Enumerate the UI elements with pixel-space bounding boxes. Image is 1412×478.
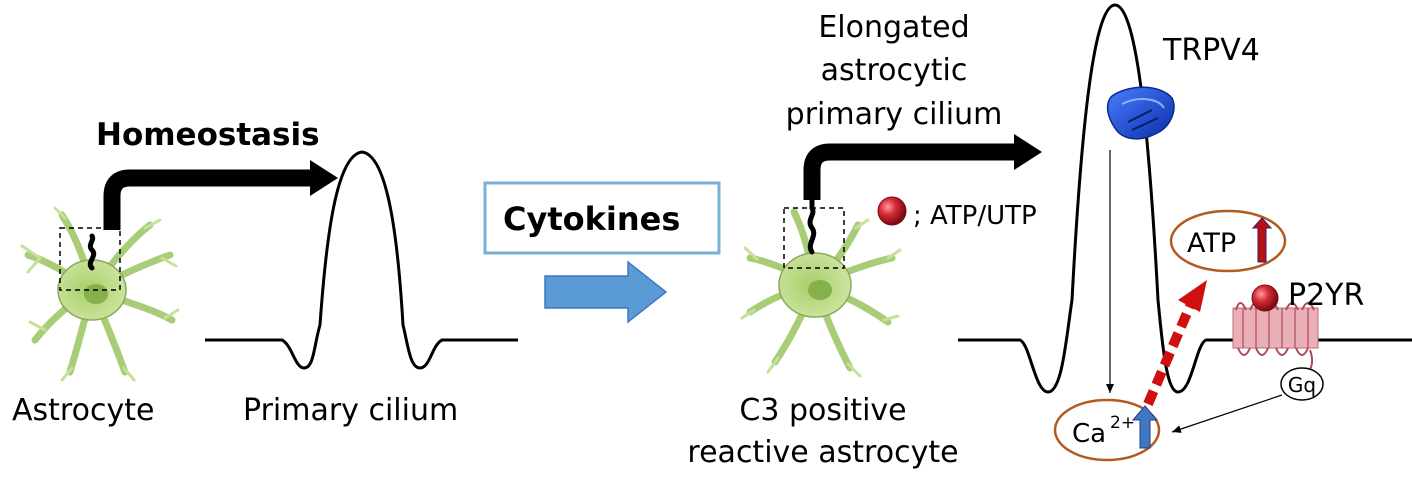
- astrocyte-cilium-box: [59, 227, 121, 291]
- homeostasis-arrowhead: [310, 160, 338, 196]
- c3-label-2: reactive astrocyte: [687, 435, 958, 470]
- gq-to-ca-arrow: [1171, 394, 1283, 433]
- cytokines-blue-arrow: [544, 260, 668, 324]
- atp-utp-ball-icon: [877, 196, 907, 226]
- elongated-label-2: astrocytic: [821, 53, 968, 88]
- trpv4-channel-icon: [1106, 86, 1175, 140]
- elongated-label-1: Elongated: [818, 10, 969, 45]
- c3-label-1: C3 positive: [739, 393, 906, 428]
- p2yr-label: P2YR: [1288, 278, 1364, 313]
- ca-label: Ca: [1072, 419, 1106, 449]
- p2yr-ligand-ball-icon: [1251, 284, 1279, 312]
- elongated-arrow: [803, 143, 1016, 200]
- atp-up-arrow-icon: [1251, 217, 1273, 263]
- elongated-arrowhead: [1014, 134, 1042, 170]
- cytokines-label: Cytokines: [503, 200, 680, 238]
- cytokines-box: [483, 181, 721, 255]
- dashed-release-arrow: [1143, 304, 1195, 406]
- homeostasis-label: Homeostasis: [96, 117, 320, 153]
- astrocyte-label: Astrocyte: [12, 393, 154, 428]
- atp-label: ATP: [1187, 228, 1236, 259]
- p2yr-receptor-icon: [1232, 302, 1319, 377]
- reactive-cilium: [807, 191, 817, 255]
- astrocyte-cell: [20, 206, 180, 382]
- ca-up-arrow-icon: [1131, 405, 1159, 449]
- homeostasis-arrow: [103, 169, 312, 230]
- atp-utp-label: ; ATP/UTP: [913, 201, 1037, 231]
- primary-cilium-shape: [205, 150, 518, 370]
- dashed-release-arrowhead: [1178, 280, 1207, 312]
- astrocyte-cilium: [87, 233, 97, 271]
- gq-ellipse: [1280, 367, 1324, 401]
- elongated-label-3: primary cilium: [786, 97, 1003, 132]
- gq-label: Gq: [1288, 373, 1316, 397]
- atp-ellipse: [1169, 209, 1287, 273]
- elongated-cilium-shape: [958, 3, 1412, 394]
- primary-cilium-label: Primary cilium: [243, 393, 458, 428]
- ca-superscript: 2+: [1110, 413, 1135, 433]
- ca-ellipse: [1053, 398, 1161, 462]
- reactive-astrocyte-cell: [740, 208, 902, 378]
- trpv4-label: TRPV4: [1162, 33, 1260, 68]
